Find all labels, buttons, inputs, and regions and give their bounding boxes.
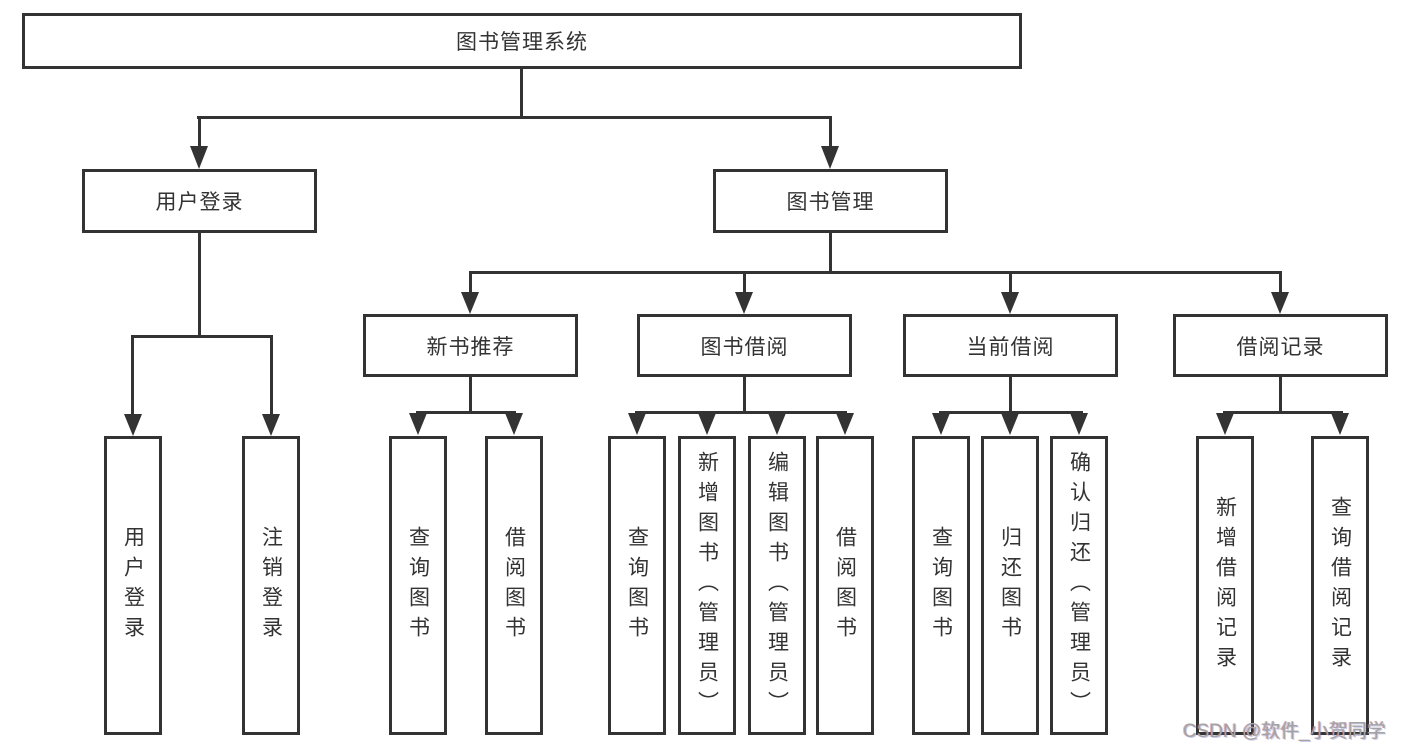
- connector-line: [198, 233, 201, 337]
- connector-line: [131, 335, 273, 338]
- node-label: 用户登录: [121, 525, 145, 646]
- node-current-borrow: 当前借阅: [903, 314, 1118, 377]
- arrow-down-icon: [409, 413, 427, 435]
- arrow-down-icon: [836, 413, 854, 435]
- connector-line: [198, 116, 201, 149]
- node-label: 查询图书: [406, 525, 430, 646]
- node-label: 编辑图书（管理员）: [765, 450, 789, 721]
- arrow-down-icon: [932, 413, 950, 435]
- connector-line: [469, 271, 472, 294]
- node-label: 新增借阅记录: [1213, 495, 1237, 676]
- connector-line: [1009, 377, 1012, 413]
- arrow-down-icon: [698, 413, 716, 435]
- connector-line: [1223, 411, 1343, 414]
- csdn-watermark: CSDN @软件_小贺同学: [1183, 721, 1386, 742]
- connector-line: [829, 233, 832, 273]
- node-label: 新增图书（管理员）: [695, 450, 719, 721]
- connector-line: [743, 271, 746, 294]
- connector-line: [939, 411, 1083, 414]
- connector-line: [829, 116, 832, 149]
- node-label: 图书管理: [786, 191, 875, 214]
- node-label: 查询图书: [929, 525, 953, 646]
- connector-line: [270, 335, 273, 416]
- leaf-add-borrow-record: 新增借阅记录: [1196, 436, 1254, 735]
- node-label: 查询图书: [625, 525, 649, 646]
- leaf-query-books-current: 查询图书: [912, 436, 970, 735]
- leaf-confirm-return-admin: 确认归还（管理员）: [1050, 436, 1108, 735]
- arrow-down-icon: [1001, 413, 1019, 435]
- arrow-down-icon: [1001, 292, 1019, 314]
- arrow-down-icon: [461, 292, 479, 314]
- node-label: 注销登录: [259, 525, 283, 646]
- leaf-query-borrow-record: 查询借阅记录: [1311, 436, 1369, 735]
- connector-line: [131, 335, 134, 416]
- leaf-query-books-borrow: 查询图书: [608, 436, 666, 735]
- arrow-down-icon: [262, 414, 280, 436]
- node-label: 借阅记录: [1236, 335, 1325, 359]
- connector-line: [469, 271, 1282, 274]
- arrow-down-icon: [124, 414, 142, 436]
- leaf-edit-book-admin: 编辑图书（管理员）: [748, 436, 806, 735]
- arrow-down-icon: [628, 413, 646, 435]
- arrow-down-icon: [1070, 413, 1088, 435]
- node-label: 图书借阅: [700, 335, 789, 359]
- leaf-return-book: 归还图书: [981, 436, 1039, 735]
- leaf-user-login: 用户登录: [104, 436, 162, 735]
- node-label: 查询借阅记录: [1328, 495, 1352, 676]
- node-label: 归还图书: [998, 525, 1022, 646]
- leaf-borrow-books-recommend: 借阅图书: [485, 436, 543, 735]
- node-book-borrow: 图书借阅: [637, 314, 852, 377]
- node-user-login: 用户登录: [82, 169, 317, 233]
- arrow-down-icon: [190, 146, 208, 169]
- connector-line: [520, 69, 523, 116]
- connector-line: [416, 411, 516, 414]
- node-label: 新书推荐: [426, 335, 515, 359]
- arrow-down-icon: [735, 292, 753, 314]
- connector-line: [1279, 377, 1282, 413]
- arrow-down-icon: [505, 413, 523, 435]
- arrow-down-icon: [821, 146, 839, 169]
- node-label: 当前借阅: [966, 335, 1055, 359]
- node-borrow-records: 借阅记录: [1173, 314, 1388, 377]
- node-label: 借阅图书: [502, 525, 526, 646]
- arrow-down-icon: [1331, 413, 1349, 435]
- node-library-system: 图书管理系统: [22, 13, 1022, 69]
- connector-line: [469, 377, 472, 413]
- node-new-book-recommend: 新书推荐: [363, 314, 578, 377]
- connector-line: [1279, 271, 1282, 294]
- connector-line: [635, 411, 847, 414]
- node-book-management: 图书管理: [713, 169, 948, 233]
- arrow-down-icon: [1271, 292, 1289, 314]
- leaf-query-books-recommend: 查询图书: [389, 436, 447, 735]
- arrow-down-icon: [768, 413, 786, 435]
- node-label: 图书管理系统: [456, 31, 588, 54]
- connector-line: [197, 116, 832, 119]
- leaf-logout: 注销登录: [242, 436, 300, 735]
- leaf-add-book-admin: 新增图书（管理员）: [678, 436, 736, 735]
- connector-line: [743, 377, 746, 413]
- node-label: 用户登录: [155, 191, 244, 214]
- leaf-borrow-books: 借阅图书: [816, 436, 874, 735]
- arrow-down-icon: [1216, 413, 1234, 435]
- node-label: 确认归还（管理员）: [1067, 450, 1091, 721]
- node-label: 借阅图书: [833, 525, 857, 646]
- connector-line: [1009, 271, 1012, 294]
